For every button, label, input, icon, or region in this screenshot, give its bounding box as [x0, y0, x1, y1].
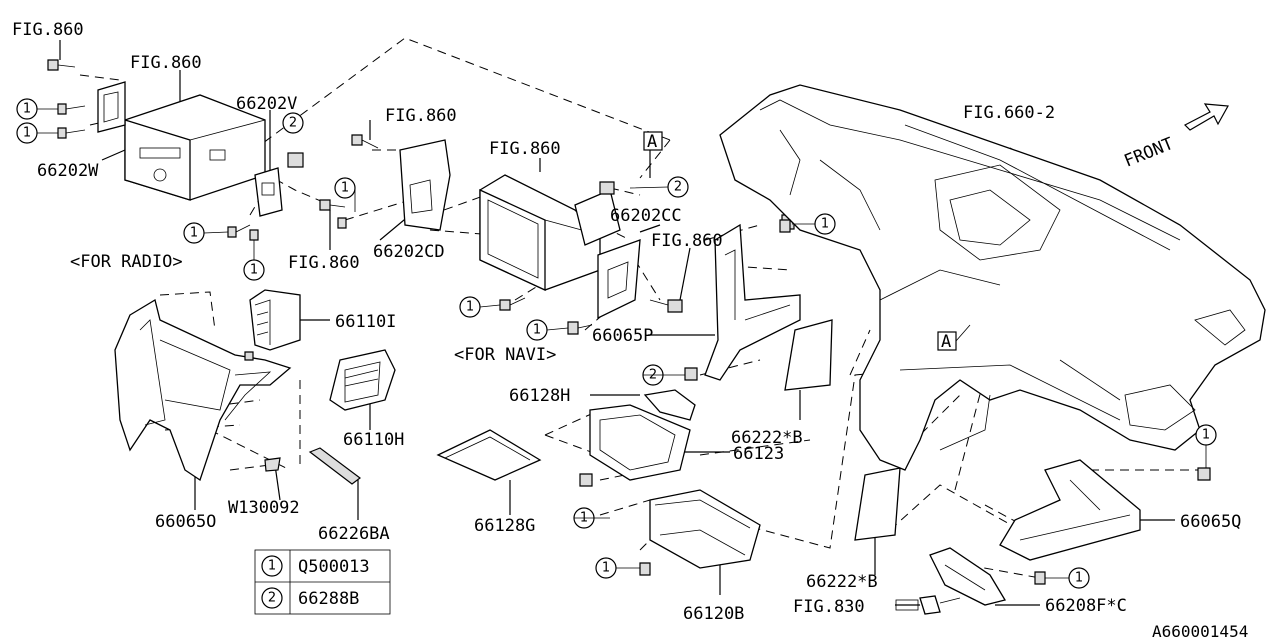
callout-1: 1: [341, 181, 349, 196]
clip-66288b-a: [287, 152, 304, 168]
bracket-66202w: [97, 81, 126, 133]
callout-2: 2: [674, 180, 682, 195]
label-66202cc: 66202CC: [610, 206, 682, 226]
label-w130092: W130092: [228, 498, 300, 518]
callout-1: 1: [23, 102, 31, 117]
label-fig860: FIG.860: [288, 253, 360, 273]
callout-1: 1: [533, 323, 541, 338]
label-fig860: FIG.860: [12, 20, 84, 40]
bracket-66202v: [254, 167, 283, 217]
bracket-66065q: [999, 459, 1211, 561]
label-66222b: 66222*B: [806, 572, 878, 592]
legend-key-2: 2: [268, 591, 276, 606]
bracket-66065p: [684, 214, 801, 381]
vent-66110i: [244, 289, 301, 361]
callouts: 1 1 2 1 1 1 2 1 1 1 2 1 1 1 1: [16, 98, 1217, 589]
screws-navi: [499, 181, 683, 335]
label-fig860: FIG.860: [651, 231, 723, 251]
label-66208fc: 66208F*C: [1045, 596, 1127, 616]
label-66226ba: 66226BA: [318, 524, 390, 544]
callout-1: 1: [821, 217, 829, 232]
legend-part-66288b: 66288B: [298, 589, 359, 609]
ref-box-a1: A: [643, 131, 663, 152]
label-fig830: FIG.830: [793, 597, 865, 617]
legend-part-q500013: Q500013: [298, 557, 370, 577]
label-66128h: 66128H: [509, 386, 570, 406]
radio-unit: [124, 94, 266, 201]
callout-1: 1: [250, 263, 258, 278]
label-66065q: 66065Q: [1180, 512, 1241, 532]
instrument-panel: [719, 84, 1266, 471]
label-66222b: 66222*B: [731, 428, 803, 448]
callout-1: 1: [466, 300, 474, 315]
strip-66226ba: [308, 447, 361, 485]
ref-a-label: A: [647, 132, 657, 152]
screws-radio: [47, 59, 379, 241]
box-66120b: [649, 489, 761, 569]
label-66202cd: 66202CD: [373, 242, 445, 262]
clip-w130092: [264, 457, 281, 472]
drawing-number: A660001454: [1152, 622, 1248, 640]
label-fig660-2: FIG.660-2: [963, 103, 1055, 123]
leader-lines: [59, 40, 1175, 606]
label-fig860: FIG.860: [489, 139, 561, 159]
vent-66110h: [329, 349, 396, 411]
label-66065p: 66065P: [592, 326, 653, 346]
pad-66222b-b: [854, 467, 901, 541]
bracket-66202cc: [574, 189, 641, 320]
callout-1: 1: [602, 561, 610, 576]
label-fig860: FIG.860: [130, 53, 202, 73]
label-66110h: 66110H: [343, 430, 404, 450]
center-bezel: [114, 298, 292, 482]
pad-66222b-a: [784, 319, 833, 391]
fig830-connector: [895, 599, 919, 611]
ref-a-label: A: [941, 332, 951, 352]
bracket-66202cd: [399, 139, 451, 231]
callout-1: 1: [23, 126, 31, 141]
label-66110i: 66110I: [335, 312, 396, 332]
panel-66123: [589, 404, 691, 481]
label-front: FRONT: [1121, 134, 1176, 172]
label-fig860: FIG.860: [385, 106, 457, 126]
trim-66128h: [643, 389, 696, 421]
callout-1: 1: [1075, 571, 1083, 586]
label-66202w: 66202W: [37, 161, 99, 181]
callout-2: 2: [289, 116, 297, 131]
ref-box-a2: A: [937, 324, 971, 352]
navi-unit: [479, 174, 601, 292]
label-66128g: 66128G: [474, 516, 535, 536]
label-66123: 66123: [733, 444, 784, 464]
callout-1: 1: [190, 226, 198, 241]
legend-table: 1 Q500013 2 66288B: [254, 549, 391, 615]
legend-key-1: 1: [268, 559, 276, 574]
screws-lower: [579, 219, 791, 576]
labels: FIG.860 FIG.860 66202V 66202W FIG.860 FI…: [12, 20, 1248, 640]
front-arrow-icon: [1183, 103, 1229, 131]
callout-1: 1: [1202, 428, 1210, 443]
label-for-navi: <FOR NAVI>: [454, 345, 556, 365]
label-66202v: 66202V: [236, 94, 297, 114]
label-for-radio: <FOR RADIO>: [70, 252, 183, 272]
tray-66128g: [436, 429, 542, 481]
bracket-66208fc: [919, 547, 1046, 615]
label-66120b: 66120B: [683, 604, 744, 624]
label-66065o: 66065O: [155, 512, 216, 532]
